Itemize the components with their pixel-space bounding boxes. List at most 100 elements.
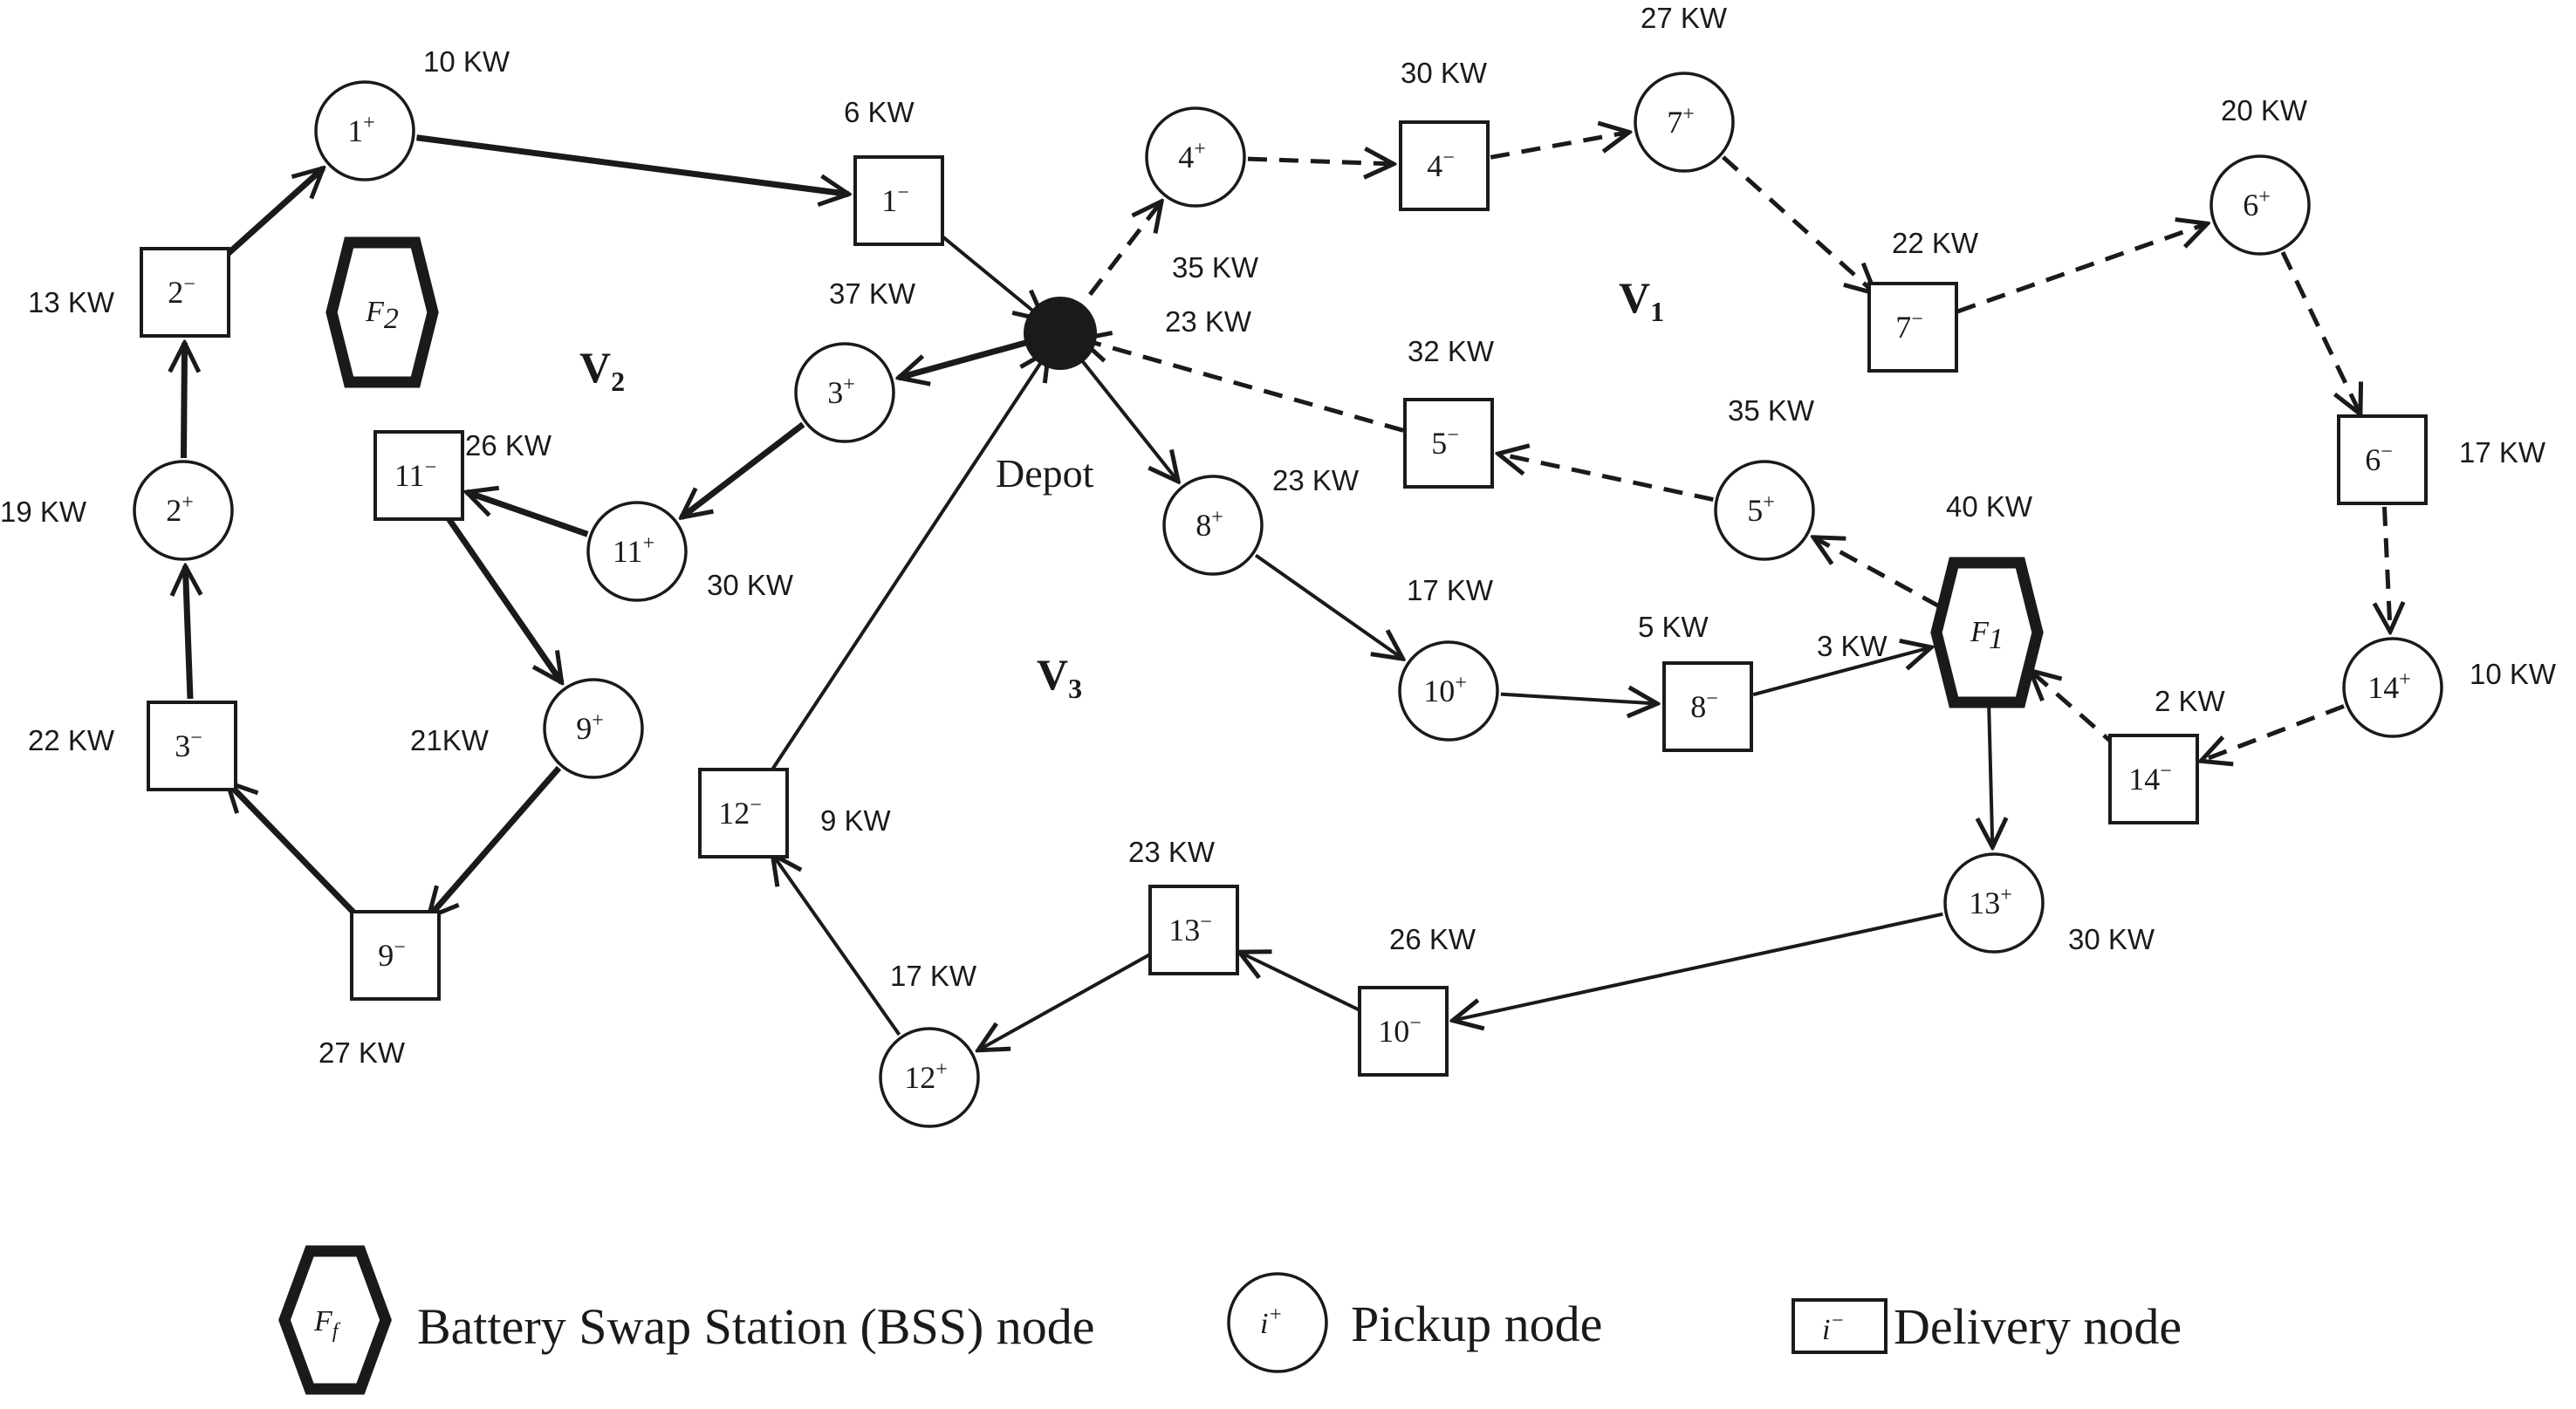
legend-pickup: i+ Pickup node [1227, 1272, 1602, 1373]
kw-label-n14m: 2 KW [2155, 685, 2226, 717]
kw-label-n12p: 17 KW [890, 960, 977, 992]
delivery-node-5 [1403, 398, 1494, 489]
pickup-node-1 [314, 80, 415, 181]
depot-node [1024, 297, 1097, 370]
kw-label-n2p: 19 KW [0, 496, 87, 528]
kw-label-n7m: 22 KW [1892, 227, 1979, 259]
delivery-node-8 [1662, 661, 1753, 752]
node-label-n6m: 6− [2365, 441, 2393, 477]
bss-station-f1 [1930, 557, 2044, 708]
bss-station-f2 [325, 236, 439, 388]
kw-label-n4p: 35 KW [1172, 251, 1259, 284]
delivery-node-4 [1399, 120, 1490, 211]
node-label-n8m: 8− [1690, 687, 1718, 724]
delivery-node-14 [2108, 734, 2199, 824]
kw-label-n12m: 9 KW [820, 804, 892, 837]
node-label-n5p: 5+ [1747, 491, 1775, 528]
node-label-n12m: 12− [718, 794, 762, 831]
edge-n2p-to-n2m [183, 343, 184, 459]
node-label-n1m: 1− [881, 181, 909, 218]
node-label-n4m: 4− [1427, 147, 1455, 183]
edge-n8m-to-f1 [1752, 647, 1931, 697]
delivery-node-2 [140, 247, 230, 338]
pickup-node-6 [2209, 154, 2311, 256]
kw-label-n2m: 13 KW [28, 286, 115, 318]
kw-label-n13p: 30 KW [2068, 923, 2155, 955]
vehicle-label-v2: V2 [579, 343, 625, 397]
pickup-node-9 [543, 678, 644, 779]
edge-depot-to-n3p [899, 334, 1045, 378]
kw-label-n1p: 10 KW [423, 45, 510, 78]
edge-n4m-to-n7p [1490, 132, 1629, 160]
node-label-n1p: 1+ [347, 112, 375, 148]
edge-n3m-to-n2p [185, 566, 190, 700]
pickup-node-14 [2342, 637, 2443, 738]
edge-n12p-to-n12m [772, 854, 901, 1036]
kw-label-n6p: 20 KW [2221, 94, 2308, 127]
delivery-node-13 [1148, 885, 1239, 975]
pickup-node-13 [1943, 852, 2045, 954]
node-label-n13m: 13− [1168, 911, 1212, 947]
legend-bss: Ff Battery Swap Station (BSS) node [278, 1245, 1095, 1395]
nodes: 1+1−2−2+3−9−9+11−11+3+4+4−7+7−6+6−14+14−… [133, 72, 2443, 1128]
edge-n8p-to-n10p [1254, 553, 1403, 660]
edge-n2m-to-n1p [217, 168, 323, 263]
edge-f1-to-n5p [1813, 537, 1941, 609]
node-label-n14m: 14− [2128, 760, 2172, 797]
legend-circle-icon [1227, 1272, 1328, 1373]
edge-n3p-to-n11p [682, 421, 805, 517]
edge-n14m-to-f1 [2031, 671, 2120, 750]
edge-n14p-to-n14m [2201, 704, 2345, 761]
edge-n10m-to-n13m [1239, 952, 1362, 1013]
kw-label-n3p: 37 KW [829, 277, 916, 310]
node-label-n3p: 3+ [827, 373, 855, 410]
depot-label: Depot [996, 451, 1094, 496]
edge-depot-to-n8p [1069, 345, 1178, 482]
node-label-n7p: 7+ [1667, 103, 1695, 140]
node-label-n4p: 4+ [1178, 138, 1206, 174]
legend-delivery-symbol: i− [1822, 1310, 1845, 1346]
legend-pickup-symbol: i+ [1260, 1303, 1283, 1340]
kw-label-n10p: 17 KW [1407, 574, 1494, 606]
edge-f1-to-n13p [1989, 686, 1993, 847]
edge-n9m-to-n3m [227, 783, 365, 924]
node-label-n7m: 7− [1895, 308, 1923, 345]
node-label-n10m: 10− [1378, 1012, 1422, 1049]
kw-label-n13m: 23 KW [1128, 836, 1216, 868]
kw-label-n8m: 5 KW [1638, 611, 1709, 643]
edge-n11p-to-n11m [467, 492, 589, 537]
kw-label-n7p: 27 KW [1641, 2, 1728, 34]
delivery-node-6 [2337, 414, 2428, 505]
edge-n7p-to-n7m [1721, 155, 1875, 293]
node-label-n14p: 14+ [2367, 668, 2411, 705]
node-label-n11m: 11− [394, 456, 436, 493]
bss-label-f2: F2 [365, 296, 399, 335]
edge-n5m-to-depot [1080, 339, 1404, 433]
node-label-n9p: 9+ [576, 709, 604, 746]
node-label-n8p: 8+ [1196, 506, 1223, 543]
delivery-node-1 [853, 155, 944, 246]
delivery-node-11 [373, 430, 464, 521]
legend-bss-symbol: Ff [313, 1305, 341, 1343]
delivery-node-12 [698, 768, 789, 858]
kw-label-n11p: 30 KW [707, 569, 794, 601]
kw-label-n9m: 27 KW [319, 1036, 406, 1069]
edge-n13m-to-n12p [978, 951, 1154, 1050]
kw-label-n10m: 26 KW [1389, 923, 1476, 955]
kw-label-n1m: 6 KW [844, 96, 915, 128]
pickup-node-4 [1145, 106, 1246, 208]
edge-n5p-to-n5m [1498, 454, 1714, 502]
legend-square-icon [1792, 1298, 1887, 1354]
node-label-n2m: 2− [168, 273, 195, 310]
edge-n13p-to-n10m [1453, 912, 1943, 1021]
kw-label-n14p: 10 KW [2470, 658, 2557, 690]
pickup-node-10 [1398, 640, 1499, 742]
f1-edge-weight: 3 KW [1817, 630, 1888, 662]
node-label-n11p: 11+ [613, 532, 654, 569]
pickup-node-11 [586, 501, 688, 602]
pickup-node-3 [794, 342, 895, 443]
legend: Ff Battery Swap Station (BSS) node i+ Pi… [278, 1245, 2182, 1395]
edge-n1p-to-n1m [416, 134, 848, 195]
